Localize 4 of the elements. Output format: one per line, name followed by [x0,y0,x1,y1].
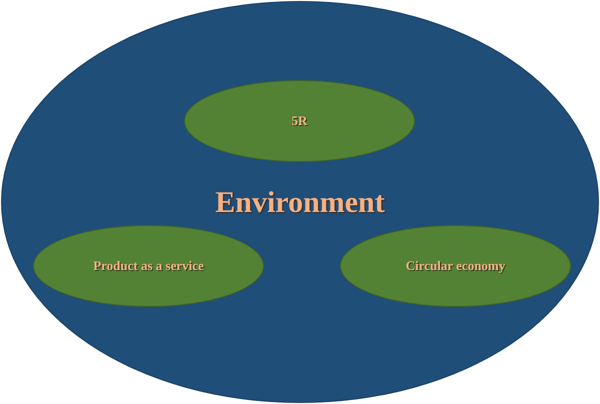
node-label: Circular economy [406,258,506,274]
heading-text: Environment [215,186,385,220]
node-label: Product as a service [93,258,204,274]
node-label: 5R [292,113,308,129]
